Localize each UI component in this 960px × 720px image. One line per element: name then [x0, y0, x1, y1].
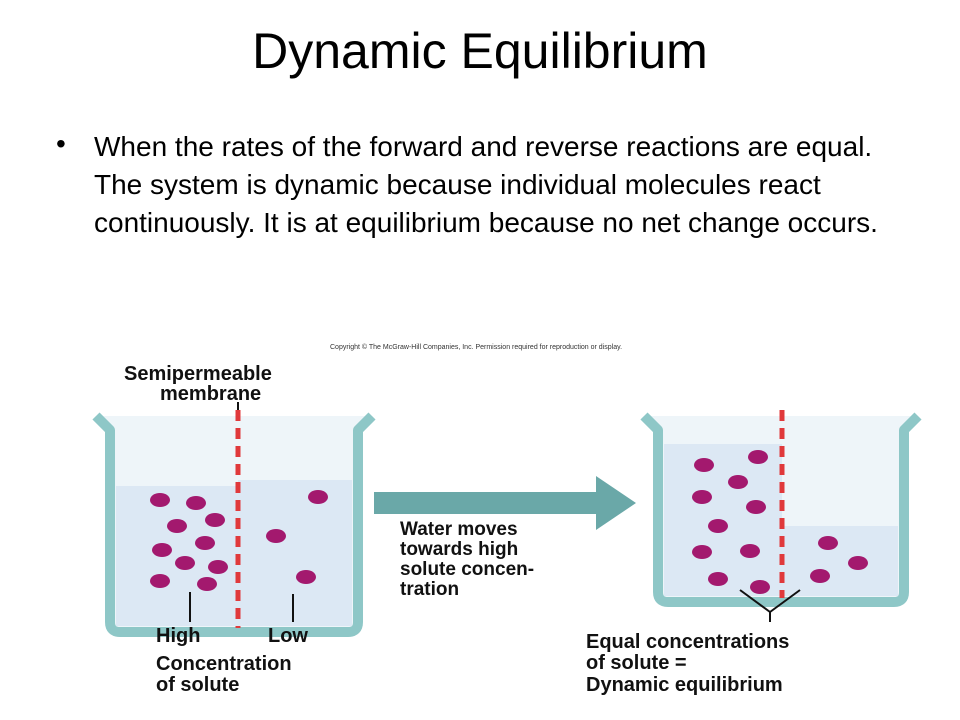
solute-molecule [810, 569, 830, 583]
solute-molecule [740, 544, 760, 558]
solute-molecule [205, 513, 225, 527]
left-caption-line-1: Concentration [156, 653, 292, 675]
solute-molecule [197, 577, 217, 591]
solute-molecule [167, 519, 187, 533]
bullet-text: When the rates of the forward and revers… [94, 131, 878, 238]
high-label: High [156, 625, 200, 647]
solute-molecule [208, 560, 228, 574]
solute-molecule [750, 580, 770, 594]
solute-molecule [692, 490, 712, 504]
process-arrow [374, 476, 636, 530]
solute-molecule [728, 475, 748, 489]
solute-molecule [152, 543, 172, 557]
arrow-label-line-3: solute concen- [400, 559, 534, 580]
bullet-symbol: • [56, 128, 66, 159]
osmosis-diagram: Copyright © The McGraw-Hill Companies, I… [92, 343, 922, 696]
low-label: Low [268, 625, 308, 647]
solute-molecule [848, 556, 868, 570]
solute-molecule [746, 500, 766, 514]
arrow-label-line-2: towards high [400, 539, 518, 560]
right-caption-line-1: Equal concentrations [586, 631, 789, 653]
right-caption-line-2: of solute = [586, 652, 687, 674]
solute-molecule [708, 572, 728, 586]
solute-molecule [748, 450, 768, 464]
solute-molecule [296, 570, 316, 584]
membrane-label-line-2: membrane [160, 383, 261, 405]
solute-molecule [708, 519, 728, 533]
solute-molecule [266, 529, 286, 543]
slide-title: Dynamic Equilibrium [252, 23, 708, 79]
arrow-label-line-1: Water moves [400, 519, 518, 540]
solute-molecule [694, 458, 714, 472]
right-solution-low [782, 526, 898, 596]
solute-molecule [150, 493, 170, 507]
left-beaker [92, 410, 376, 637]
solute-molecule [150, 574, 170, 588]
solute-molecule [818, 536, 838, 550]
right-pointer-left [739, 589, 771, 613]
left-solution-low [238, 480, 352, 626]
solute-molecule [195, 536, 215, 550]
left-caption-line-2: of solute [156, 674, 239, 696]
right-caption-line-3: Dynamic equilibrium [586, 674, 783, 696]
solute-molecule [308, 490, 328, 504]
solute-molecule [175, 556, 195, 570]
arrow-label-line-4: tration [400, 579, 459, 600]
membrane-label-line-1: Semipermeable [124, 363, 272, 385]
right-beaker [640, 410, 922, 607]
left-solution-high [116, 486, 238, 626]
solute-molecule [692, 545, 712, 559]
copyright-notice: Copyright © The McGraw-Hill Companies, I… [330, 343, 622, 351]
solute-molecule [186, 496, 206, 510]
right-pointer-right [769, 589, 801, 613]
